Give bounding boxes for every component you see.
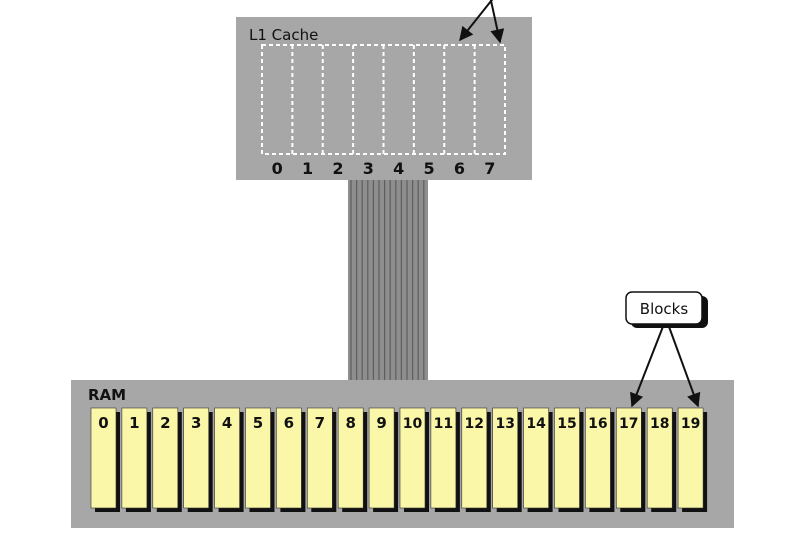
ram-block: 19	[677, 407, 708, 512]
cache-arrow-left	[459, 0, 494, 42]
ram-block-label: 9	[376, 414, 386, 432]
ram-block-body	[554, 407, 580, 509]
ram-block-label: 18	[650, 416, 669, 432]
ram-block-body	[183, 407, 209, 509]
ram-block: 0	[90, 407, 120, 512]
ram-block-label: 2	[160, 414, 170, 432]
ram-block-label: 14	[526, 416, 546, 432]
cache-slot-label: 1	[302, 159, 313, 178]
cache-slot-label: 6	[454, 159, 465, 178]
ram-block: 9	[368, 407, 399, 512]
ram-block: 2	[152, 407, 182, 512]
ram-block-body	[306, 407, 333, 509]
ram-block-body	[461, 407, 488, 509]
ram-block-body	[430, 407, 457, 509]
ram-title: RAM	[88, 386, 126, 404]
cache-slot-label: 7	[484, 159, 495, 178]
ram-block-body	[585, 407, 611, 509]
ram-block-label: 16	[588, 416, 607, 432]
ram-block: 6	[276, 407, 306, 512]
cache-slot-label: 0	[272, 159, 283, 178]
ram-block-body	[121, 407, 148, 509]
cache-slot-label: 3	[363, 159, 374, 178]
ram-block: 14	[523, 407, 553, 512]
ram-block-label: 1	[129, 414, 139, 432]
ram-block: 3	[183, 407, 213, 512]
cache-slot-label: 5	[423, 159, 434, 178]
ram-block: 7	[306, 407, 337, 512]
ram-block-label: 6	[284, 414, 294, 432]
ram-block-label: 4	[222, 414, 232, 432]
ram-block-label: 17	[619, 416, 638, 432]
ram-block: 16	[585, 407, 615, 512]
ram-block-label: 8	[345, 414, 355, 432]
ram-block-body	[399, 407, 426, 509]
ram-block-body	[368, 407, 395, 509]
blocks-arrow-right	[667, 323, 701, 408]
ram-block-label: 3	[191, 414, 201, 432]
ram-block-label: 15	[557, 416, 576, 432]
ram-block-body	[646, 407, 673, 509]
ram-block: 8	[337, 407, 368, 512]
ram-block-label: 19	[681, 416, 700, 432]
ram-block-body	[337, 407, 364, 509]
ram-block-label: 0	[98, 414, 108, 432]
memory-bus	[348, 180, 428, 381]
ram-block: 10	[399, 407, 429, 512]
ram-block-body	[90, 407, 117, 509]
ram-block: 5	[245, 407, 275, 512]
ram-block: 18	[646, 407, 677, 512]
ram-block: 4	[214, 407, 244, 512]
ram-block: 12	[461, 407, 491, 512]
ram-block: 1	[121, 407, 151, 512]
ram-block-body	[492, 407, 519, 509]
ram-block-body	[523, 407, 549, 509]
bus-lines	[350, 180, 425, 381]
ram-block-label: 12	[465, 416, 484, 432]
cache-arrow-right	[489, 0, 505, 44]
ram-block-label: 5	[253, 414, 263, 432]
ram-block-body	[276, 407, 302, 509]
ram-block: 13	[492, 407, 522, 512]
ram-block: 15	[554, 407, 584, 512]
ram-block-label: 11	[434, 416, 453, 432]
ram-block-body	[615, 407, 642, 509]
ram-block: 17	[615, 407, 646, 512]
ram-block: 11	[430, 407, 460, 512]
ram-block-label: 7	[315, 414, 325, 432]
cache-slot-label: 2	[332, 159, 343, 178]
ram-block-body	[152, 407, 179, 509]
l1-cache-title: L1 Cache	[249, 26, 318, 44]
blocks-callout-label: Blocks	[640, 300, 689, 318]
cache-slot-label: 4	[393, 159, 404, 178]
ram-block-body	[214, 407, 240, 509]
ram-block-label: 10	[403, 416, 423, 432]
ram-block-body	[245, 407, 271, 509]
ram-block-body	[677, 407, 704, 509]
blocks-arrow-left	[630, 323, 665, 408]
ram-block-label: 13	[495, 416, 514, 432]
